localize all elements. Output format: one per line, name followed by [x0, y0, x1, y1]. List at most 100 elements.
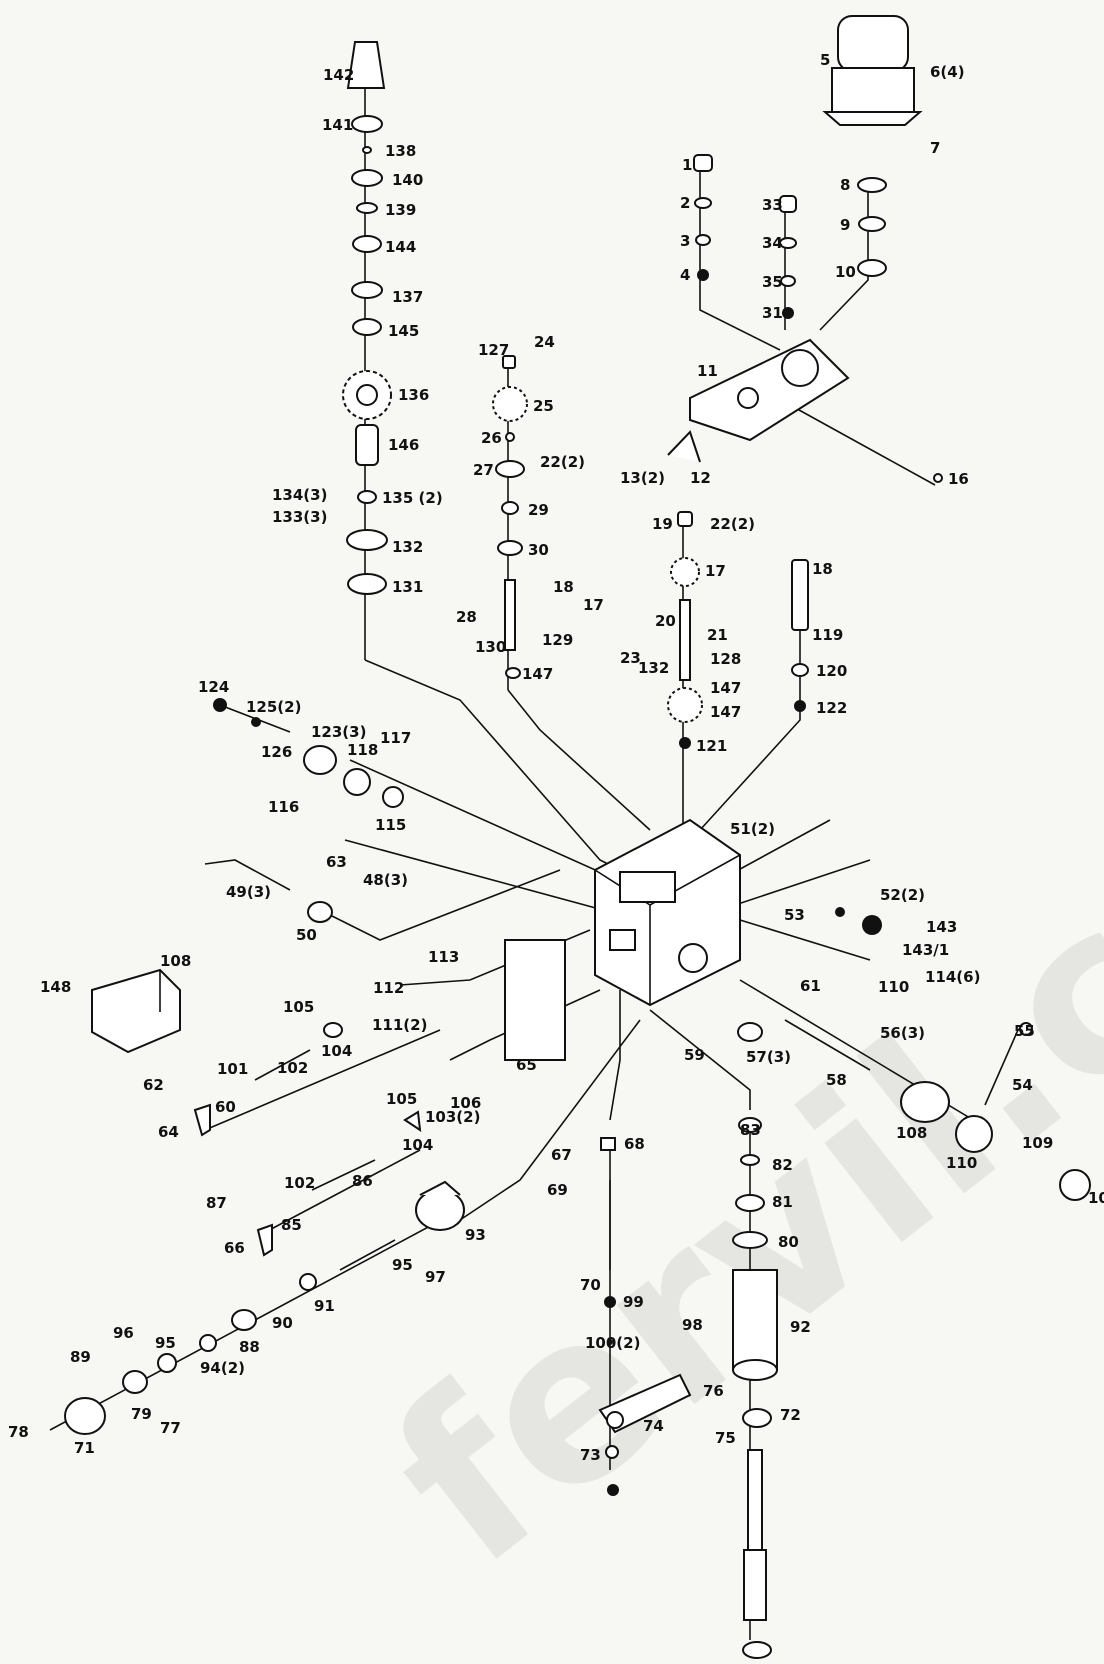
part-label: 79	[131, 1405, 152, 1423]
part-label: 13(2)	[620, 469, 665, 487]
part-label: 147	[522, 665, 553, 683]
part-label: 65	[516, 1056, 537, 1074]
part-label: 49(3)	[226, 883, 271, 901]
part-label: 114(6)	[925, 968, 980, 986]
part-label: 147	[710, 703, 741, 721]
part-label: 124	[198, 678, 229, 696]
part-label: 82	[772, 1156, 793, 1174]
part-label: 144	[385, 238, 416, 256]
part-label: 97	[425, 1268, 446, 1286]
part-label: 62	[143, 1076, 164, 1094]
part-label: 74	[643, 1417, 664, 1435]
part-label: 48(3)	[363, 871, 408, 889]
part-label: 101	[217, 1060, 248, 1078]
part-label: 103(2)	[425, 1108, 480, 1126]
part-label: 102	[277, 1059, 308, 1077]
part-labels: 142 141 138 140 139 144 137 145 136 146 …	[8, 51, 1104, 1464]
part-label: 104	[402, 1136, 433, 1154]
part-label: 72	[780, 1406, 801, 1424]
part-label: 78	[8, 1423, 29, 1441]
part-label: 17	[583, 596, 604, 614]
part-label: 119	[812, 626, 843, 644]
part-label: 110	[878, 978, 909, 996]
part-label: 118	[347, 741, 378, 759]
part-label: 20	[655, 612, 676, 630]
part-label: 89	[70, 1348, 91, 1366]
part-label: 73	[580, 1446, 601, 1464]
part-label: 99	[623, 1293, 644, 1311]
part-label: 21	[707, 626, 728, 644]
part-label: 77	[160, 1419, 181, 1437]
part-label: 63	[326, 853, 347, 871]
part-label: 33	[762, 196, 783, 214]
part-label: 100(2)	[585, 1334, 640, 1352]
part-label: 4	[680, 266, 690, 284]
part-label: 110	[946, 1154, 977, 1172]
part-label: 128	[710, 650, 741, 668]
part-label: 142	[323, 66, 354, 84]
part-label: 10	[835, 263, 856, 281]
motor-and-cover-parts	[667, 15, 943, 483]
part-label: 102	[284, 1174, 315, 1192]
part-label: 1	[682, 156, 692, 174]
part-label: 17	[705, 562, 726, 580]
part-label: 92	[790, 1318, 811, 1336]
part-label: 132	[638, 659, 669, 677]
part-label: 52(2)	[880, 886, 925, 904]
part-label: 12	[690, 469, 711, 487]
part-label: 115	[375, 816, 406, 834]
part-label: 75	[715, 1429, 736, 1447]
part-label: 11	[697, 362, 718, 380]
gear-housing	[594, 818, 741, 1007]
part-label: 25	[533, 397, 554, 415]
part-label: 127	[478, 341, 509, 359]
part-label: 8	[840, 176, 850, 194]
part-label: 56(3)	[880, 1024, 925, 1042]
part-label: 31	[762, 304, 783, 322]
part-label: 18	[553, 578, 574, 596]
part-label: 64	[158, 1123, 179, 1141]
part-label: 121	[696, 737, 727, 755]
part-label: 9	[840, 216, 850, 234]
part-label: 134(3)	[272, 486, 327, 504]
part-label: 6(4)	[930, 63, 965, 81]
part-label: 106	[450, 1094, 481, 1112]
part-label: 126	[261, 743, 292, 761]
spindle-stack-parts	[342, 41, 392, 595]
part-label: 34	[762, 234, 783, 252]
part-label: 85	[281, 1216, 302, 1234]
part-label: 147	[710, 679, 741, 697]
part-label: 80	[778, 1233, 799, 1251]
part-label: 87	[206, 1194, 227, 1212]
part-label: 29	[528, 501, 549, 519]
part-label: 104	[321, 1042, 352, 1060]
part-label: 22(2)	[540, 453, 585, 471]
part-label: 70	[580, 1276, 601, 1294]
part-label: 16	[948, 470, 969, 488]
part-label: 148	[40, 978, 71, 996]
part-label: 88	[239, 1338, 260, 1356]
part-label: 133(3)	[272, 508, 327, 526]
part-label: 113	[428, 948, 459, 966]
part-label: 18	[812, 560, 833, 578]
part-label: 83	[740, 1121, 761, 1139]
part-label: 139	[385, 201, 416, 219]
part-label: 58	[826, 1071, 847, 1089]
part-label: 145	[388, 322, 419, 340]
part-label: 51(2)	[730, 820, 775, 838]
part-label: 116	[268, 798, 299, 816]
part-label: 69	[547, 1181, 568, 1199]
part-label: 71	[74, 1439, 95, 1457]
part-label: 129	[542, 631, 573, 649]
part-label: 109	[1022, 1134, 1053, 1152]
right-lower-parts	[732, 907, 1091, 1659]
part-label: 112	[373, 979, 404, 997]
part-label: 67	[551, 1146, 572, 1164]
part-label: 108	[896, 1124, 927, 1142]
part-label: 136	[398, 386, 429, 404]
part-label: 27	[473, 461, 494, 479]
part-label: 143	[926, 918, 957, 936]
lever-stack-parts	[598, 1137, 692, 1496]
part-label: 60	[215, 1098, 236, 1116]
middle-shaft-parts	[492, 355, 528, 679]
